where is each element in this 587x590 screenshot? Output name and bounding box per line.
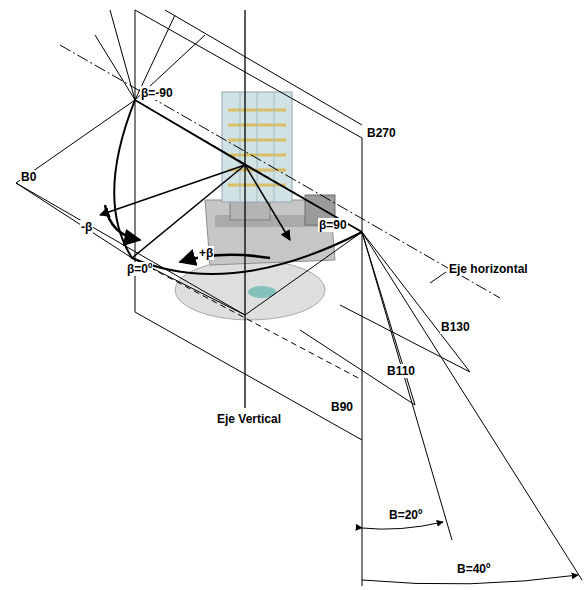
plane-label: +β [198, 246, 214, 260]
machine-figure [175, 92, 335, 320]
plane-label: B=40º [456, 562, 491, 576]
plane-label: B90 [330, 400, 354, 414]
plane-label: B110 [386, 364, 416, 378]
plane-label: B0 [20, 170, 37, 184]
plane-label: β=-90 [140, 86, 174, 100]
plane-label: B=20º [388, 508, 423, 522]
plane-label: B270 [366, 126, 397, 140]
plane-label: Eje horizontal [448, 262, 529, 276]
plane-label: -β [80, 220, 93, 234]
plane-label: β=90 [318, 218, 348, 232]
plane-label: B130 [440, 320, 471, 334]
plane-label: β=0º [126, 262, 153, 276]
plane-label: Eje Vertical [216, 412, 282, 426]
